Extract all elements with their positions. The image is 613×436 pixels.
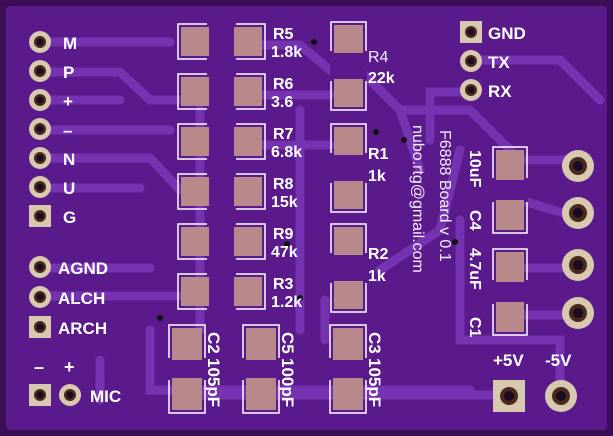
resistor [177, 73, 266, 110]
resistor [330, 223, 367, 313]
header-pin [29, 31, 51, 53]
resistor-value: 1.8k [271, 44, 302, 61]
capacitor [168, 324, 206, 414]
capacitor [492, 146, 528, 234]
capacitor [329, 324, 367, 414]
header-pin-label: M [63, 34, 77, 53]
resistor-ref: R6 [273, 76, 294, 93]
resistor-ref: R3 [273, 276, 294, 293]
resistor-value: 1k [368, 268, 386, 285]
resistor-value: 1k [368, 168, 386, 185]
header-pin-label: N [63, 150, 75, 169]
audio-pin-label: ALCH [58, 289, 105, 308]
capacitor-value: C1 [466, 317, 483, 338]
mic-pin [29, 384, 51, 406]
resistor [177, 223, 266, 260]
capacitor [242, 324, 280, 414]
board-title: F6888 Board v 0.1 [436, 130, 453, 262]
uart-pin-label: GND [488, 24, 526, 43]
audio-pin [29, 316, 51, 338]
header-pin [29, 147, 51, 169]
resistor-ref: R8 [273, 176, 294, 193]
resistor-value: 6.8k [271, 144, 302, 161]
resistor [177, 173, 266, 210]
resistor [330, 123, 367, 213]
board-email: nubo.rtg@gmail.com [409, 125, 426, 273]
power-label: +5V [493, 351, 524, 370]
capacitor-ref: C2 [204, 332, 223, 354]
resistor-ref: R2 [368, 246, 389, 263]
resistor-value: 15k [271, 194, 298, 211]
power-pad [545, 380, 577, 412]
mounting-hole [562, 297, 594, 329]
header-pin [29, 118, 51, 140]
resistor [330, 21, 367, 111]
mounting-hole [562, 197, 594, 229]
resistor [177, 123, 266, 160]
capacitor-ref: 4.7uF [466, 248, 483, 290]
header-pin [29, 60, 51, 82]
resistor [177, 273, 266, 310]
header-pin-label: G [63, 208, 76, 227]
capacitor-ref: C3 [365, 332, 384, 354]
uart-pin [460, 50, 482, 72]
header-pin [29, 89, 51, 111]
capacitor-value: 105pF [365, 358, 384, 407]
resistor-ref: R1 [368, 146, 389, 163]
vias [157, 39, 458, 321]
capacitor-ref: C5 [278, 332, 297, 354]
uart-pin-label: RX [488, 82, 512, 101]
mic-plus-label: + [64, 357, 75, 377]
audio-pin [29, 256, 51, 278]
capacitor-value: 100pF [278, 358, 297, 407]
audio-pin-label: AGND [58, 259, 108, 278]
capacitor-ref: 10uF [466, 150, 483, 188]
header-pin-label: + [63, 92, 73, 111]
uart-pin [460, 79, 482, 101]
header-pin [29, 176, 51, 198]
power-label: -5V [545, 351, 572, 370]
audio-pin-label: ARCH [58, 319, 107, 338]
power-pad [493, 380, 525, 412]
resistor-value: 47k [271, 244, 298, 261]
uart-pin-label: TX [488, 53, 510, 72]
mic-minus-label: – [34, 357, 44, 377]
resistor-value: 22k [368, 70, 395, 87]
capacitor-value: C4 [466, 210, 483, 231]
resistor-ref: R5 [273, 26, 294, 43]
mounting-hole [562, 150, 594, 182]
mic-label: MIC [90, 387, 121, 406]
resistor-ref: R7 [273, 126, 294, 143]
header-pin-label: – [63, 121, 72, 140]
header-pin-label: U [63, 179, 75, 198]
resistor [177, 23, 266, 60]
audio-pin [29, 286, 51, 308]
uart-pin [460, 21, 482, 43]
resistor-ref: R4 [368, 49, 389, 66]
resistor-ref: R9 [273, 226, 294, 243]
mounting-hole [562, 249, 594, 281]
capacitor-value: 105pF [204, 358, 223, 407]
header-pin-label: P [63, 63, 74, 82]
resistor-value: 3.6 [271, 94, 293, 111]
mic-pin [59, 384, 81, 406]
capacitor [492, 248, 528, 336]
resistor-value: 1.2k [271, 294, 302, 311]
header-pin [29, 205, 51, 227]
